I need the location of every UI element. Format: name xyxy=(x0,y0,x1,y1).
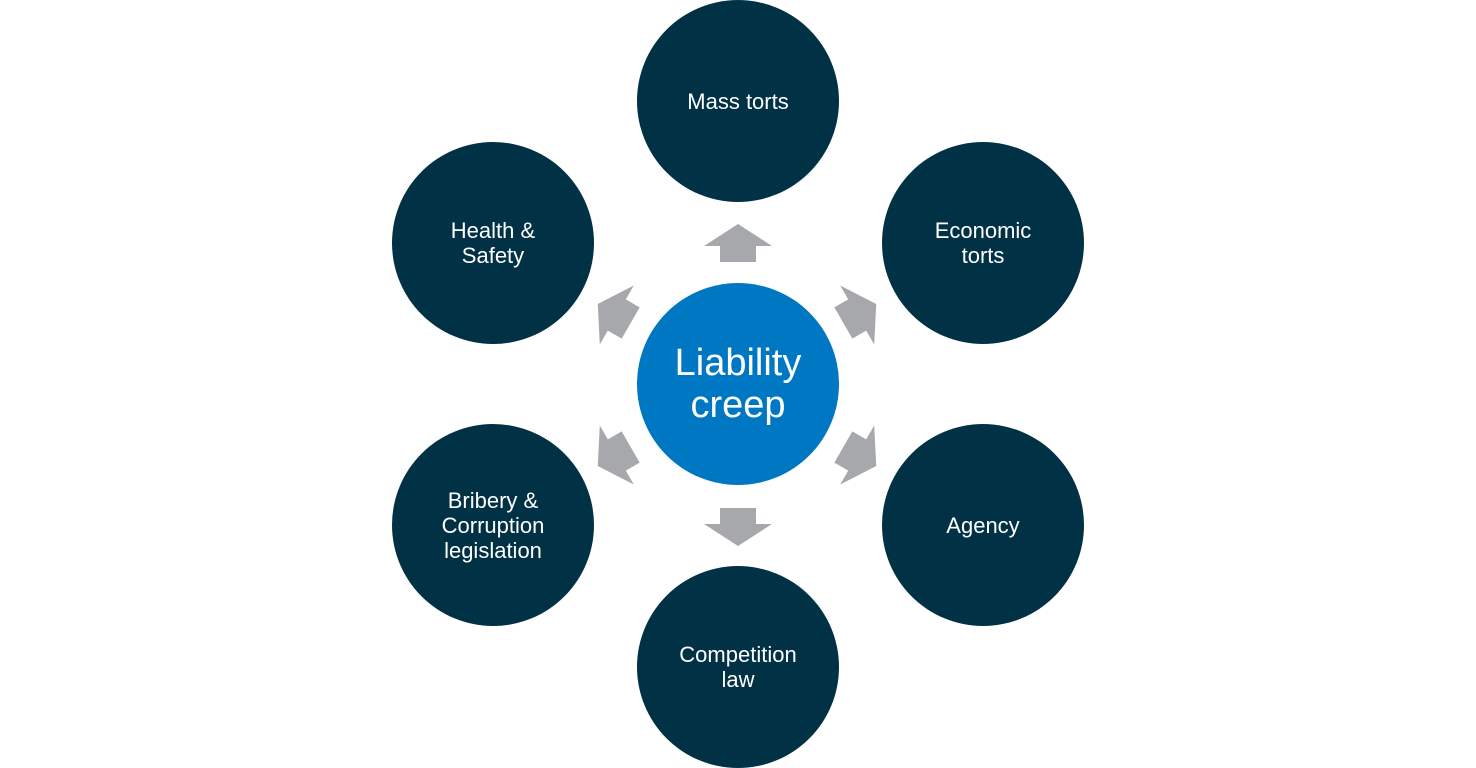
hub-label: Liability creep xyxy=(674,342,802,426)
hub-circle: Liability creep xyxy=(637,283,839,485)
node-mass-torts: Mass torts xyxy=(637,0,839,202)
node-bribery-corruption: Bribery & Corruption legislation xyxy=(392,424,594,626)
node-agency: Agency xyxy=(882,424,1084,626)
node-label: Economic torts xyxy=(934,218,1032,268)
node-label: Health & Safety xyxy=(450,218,536,268)
node-competition-law: Competition law xyxy=(637,566,839,768)
node-label: Competition law xyxy=(679,642,797,692)
node-label: Agency xyxy=(946,512,1020,538)
node-label: Bribery & Corruption legislation xyxy=(441,487,545,563)
node-health-safety: Health & Safety xyxy=(392,142,594,344)
node-economic-torts: Economic torts xyxy=(882,142,1084,344)
node-label: Mass torts xyxy=(687,88,789,114)
